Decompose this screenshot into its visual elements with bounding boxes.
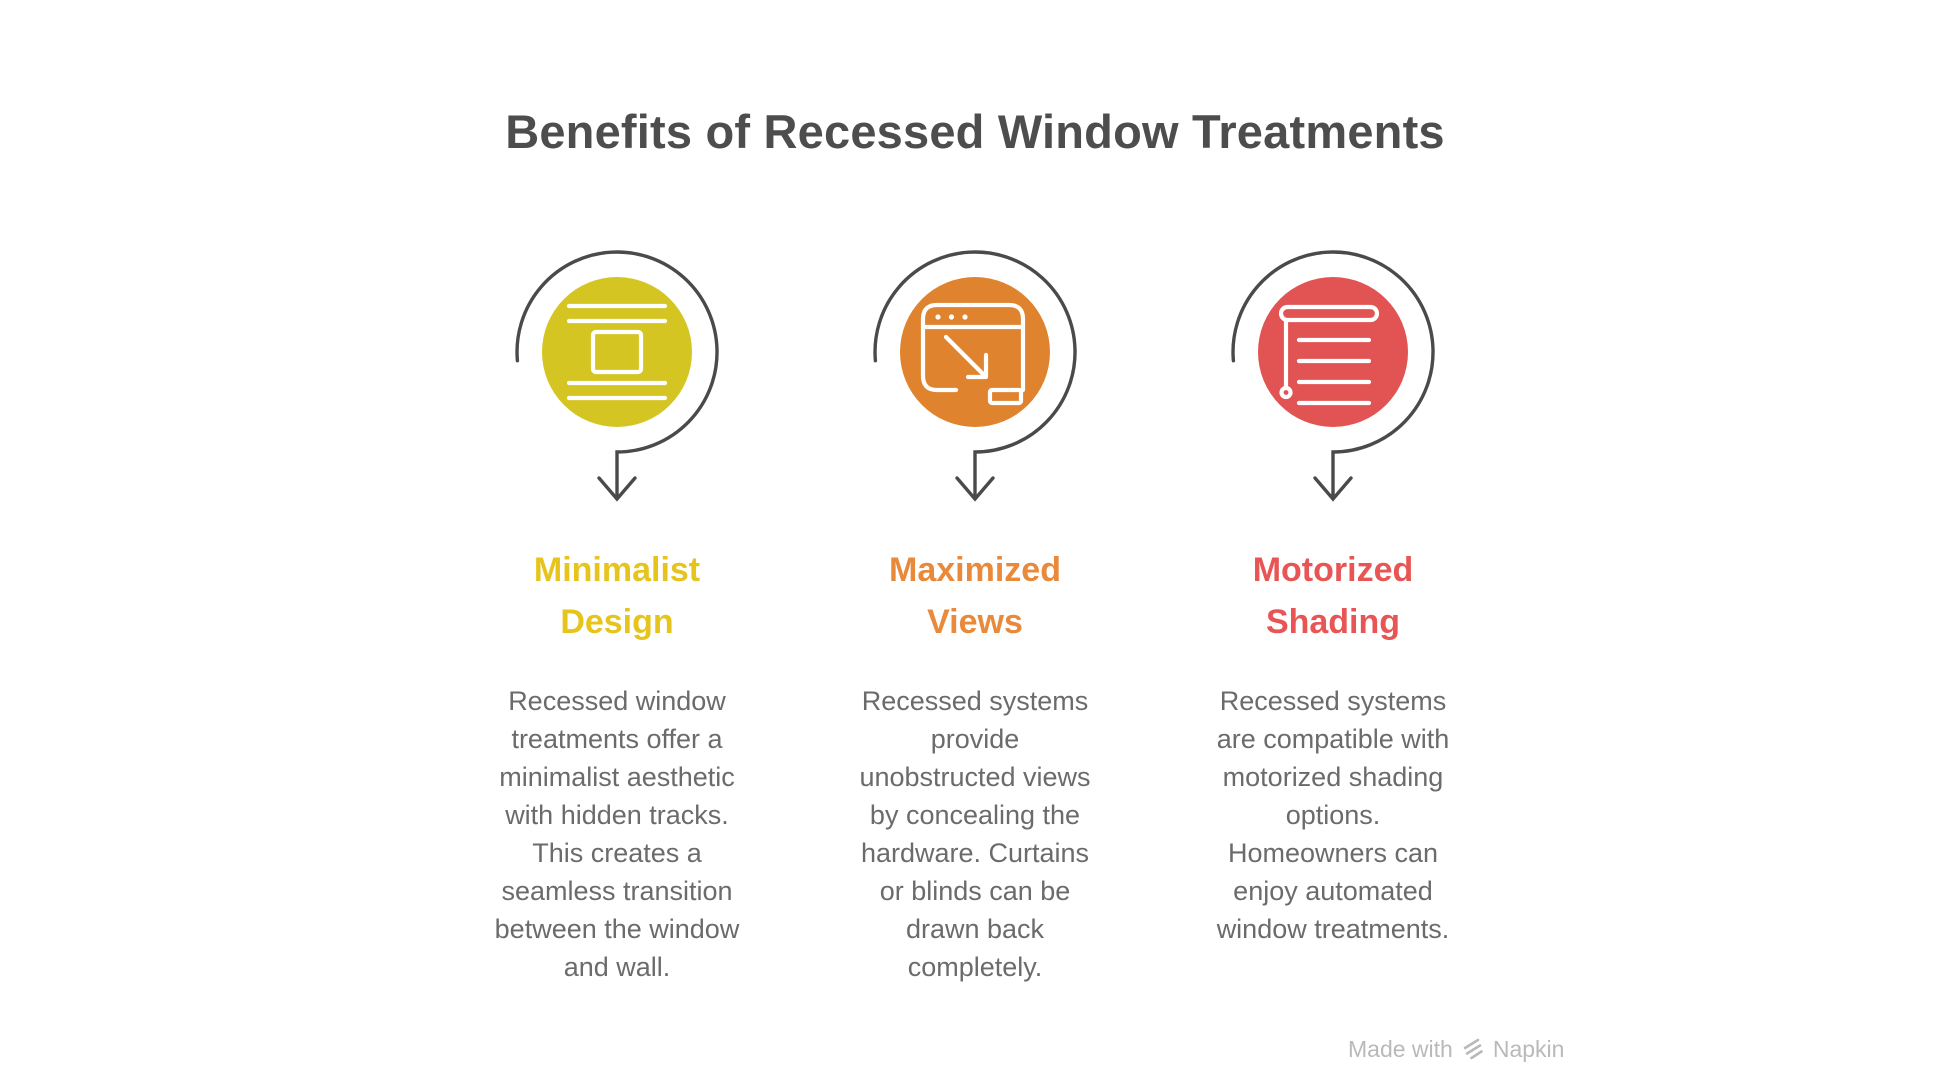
benefit-description: Recessed systems provide unobstructed vi… xyxy=(859,686,1091,982)
benefit-column-motorized-shading: Motorized Shading Recessed systems are c… xyxy=(1154,242,1512,986)
benefits-row: Minimalist Design Recessed window treatm… xyxy=(438,242,1512,986)
benefit-heading: Motorized Shading xyxy=(1253,544,1414,648)
benefit-heading-line: Views xyxy=(927,603,1023,641)
circle-arrow-icon xyxy=(873,250,1077,502)
accent-circle xyxy=(1258,277,1408,427)
circle-arrow-figure xyxy=(515,250,719,502)
benefit-description: Recessed window treatments offer a minim… xyxy=(494,686,740,982)
circle-arrow-figure xyxy=(1231,250,1435,502)
benefit-heading-line: Motorized xyxy=(1252,551,1414,589)
napkin-logo-icon xyxy=(1463,1038,1483,1060)
circle-arrow-figure xyxy=(873,250,1077,502)
watermark-brand: Napkin xyxy=(1492,1035,1565,1062)
page-title: Benefits of Recessed Window Treatments xyxy=(505,105,1445,158)
benefit-heading-line: Shading xyxy=(1265,603,1401,641)
made-with-napkin-watermark: Made with Napkin xyxy=(1348,1034,1564,1064)
accent-circle xyxy=(542,277,692,427)
benefit-column-maximized-views: Maximized Views Recessed systems provide… xyxy=(796,242,1154,986)
window-resize-icon xyxy=(920,302,1026,406)
benefit-column-minimalist-design: Minimalist Design Recessed window treatm… xyxy=(438,242,796,986)
benefit-heading-line: Maximized xyxy=(889,551,1061,589)
benefit-description: Recessed systems are compatible with mot… xyxy=(1216,686,1450,944)
minimalist-layout-icon xyxy=(566,303,668,401)
circle-arrow-icon xyxy=(1231,250,1435,502)
benefit-heading-line: Design xyxy=(560,603,674,641)
benefit-heading-line: Minimalist xyxy=(533,551,701,589)
circle-arrow-icon xyxy=(515,250,719,502)
roller-blind-icon xyxy=(1278,304,1380,406)
benefit-heading: Maximized Views xyxy=(889,544,1061,648)
benefit-heading: Minimalist Design xyxy=(534,544,700,648)
watermark-prefix: Made with xyxy=(1348,1035,1453,1062)
